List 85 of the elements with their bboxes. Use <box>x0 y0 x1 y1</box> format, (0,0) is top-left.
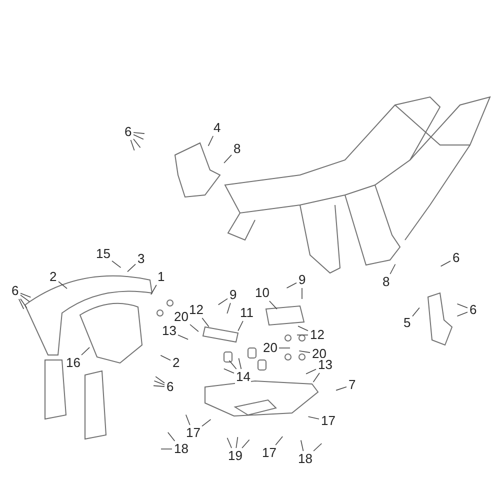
callout-number: 6 <box>166 380 175 394</box>
leader-line <box>130 140 135 151</box>
callout-number: 13 <box>161 324 178 338</box>
leader-line <box>456 312 468 317</box>
callout-number: 10 <box>254 286 270 300</box>
leader-line <box>312 372 320 382</box>
callout-number: 14 <box>235 370 252 384</box>
leader-line <box>150 284 157 295</box>
leader-line <box>155 376 165 384</box>
leader-line <box>224 154 232 164</box>
callout-number: 17 <box>320 414 336 428</box>
callout-number: 9 <box>228 288 238 302</box>
leader-line <box>133 138 141 148</box>
callout-number: 6 <box>124 125 133 139</box>
leader-line <box>412 307 420 317</box>
leader-line <box>275 436 283 446</box>
callout-number: 16 <box>65 356 82 370</box>
leader-line <box>190 324 199 332</box>
callout-number: 17 <box>185 426 202 440</box>
leader-line <box>133 132 145 134</box>
leader-line <box>218 298 228 306</box>
callout-number: 6 <box>452 251 461 265</box>
callout-number: 4 <box>212 121 222 135</box>
leader-line <box>300 440 304 452</box>
leader-line <box>154 380 165 386</box>
leader-line <box>269 300 278 310</box>
leader-line <box>112 260 122 268</box>
callout-number: 3 <box>136 252 146 266</box>
callout-number: 8 <box>232 142 242 156</box>
leader-line <box>226 438 232 448</box>
leader-line <box>308 416 320 420</box>
callout-number: 1 <box>156 270 166 284</box>
leader-line <box>208 136 214 146</box>
callout-number: 15 <box>95 247 112 261</box>
callout-number: 2 <box>48 270 58 284</box>
leader-line <box>228 360 237 370</box>
leader-line <box>306 368 316 374</box>
callout-number: 12 <box>309 328 326 342</box>
leader-line <box>133 134 144 140</box>
callout-number: 5 <box>402 316 412 330</box>
callout-number: 7 <box>348 378 357 392</box>
callout-number: 12 <box>188 303 204 317</box>
leader-line <box>313 443 322 452</box>
callout-number: 2 <box>172 356 181 370</box>
callout-number: 17 <box>261 446 278 460</box>
leader-line <box>298 350 310 353</box>
leader-line <box>336 386 347 391</box>
leader-line <box>160 448 172 450</box>
leader-line <box>440 260 451 267</box>
callout-number: 13 <box>317 358 334 372</box>
leader-line <box>202 318 210 328</box>
leader-line <box>81 347 90 356</box>
leader-line <box>58 281 68 289</box>
leader-line <box>238 320 244 332</box>
leader-line <box>242 439 250 448</box>
leader-line <box>238 358 242 370</box>
callout-number: 9 <box>298 273 307 287</box>
leader-line <box>224 368 234 374</box>
callout-number: 18 <box>297 452 314 466</box>
leader-line <box>20 298 28 308</box>
leader-line <box>160 354 171 361</box>
leader-line <box>296 334 308 336</box>
leader-line <box>390 264 396 274</box>
leader-line <box>178 334 188 340</box>
leader-line <box>298 326 308 332</box>
callout-number: 20 <box>173 310 190 324</box>
callout-number: 11 <box>239 306 254 320</box>
leader-line <box>236 436 238 448</box>
leader-line <box>168 432 176 442</box>
leader-line <box>202 419 212 427</box>
leader-line <box>127 264 136 272</box>
leader-line <box>226 302 231 314</box>
callout-number: 20 <box>262 341 278 355</box>
callout-number: 18 <box>173 442 190 456</box>
leader-line <box>286 282 297 288</box>
callout-number: 6 <box>10 284 20 298</box>
leader-line <box>456 303 468 308</box>
callout-number: 6 <box>468 303 478 317</box>
leader-line <box>20 294 30 302</box>
leader-line <box>18 298 24 310</box>
leader-line <box>186 414 190 426</box>
leader-line <box>20 292 32 298</box>
leader-line <box>153 385 165 387</box>
callout-number: 8 <box>382 275 391 289</box>
callout-number: 19 <box>227 449 244 463</box>
